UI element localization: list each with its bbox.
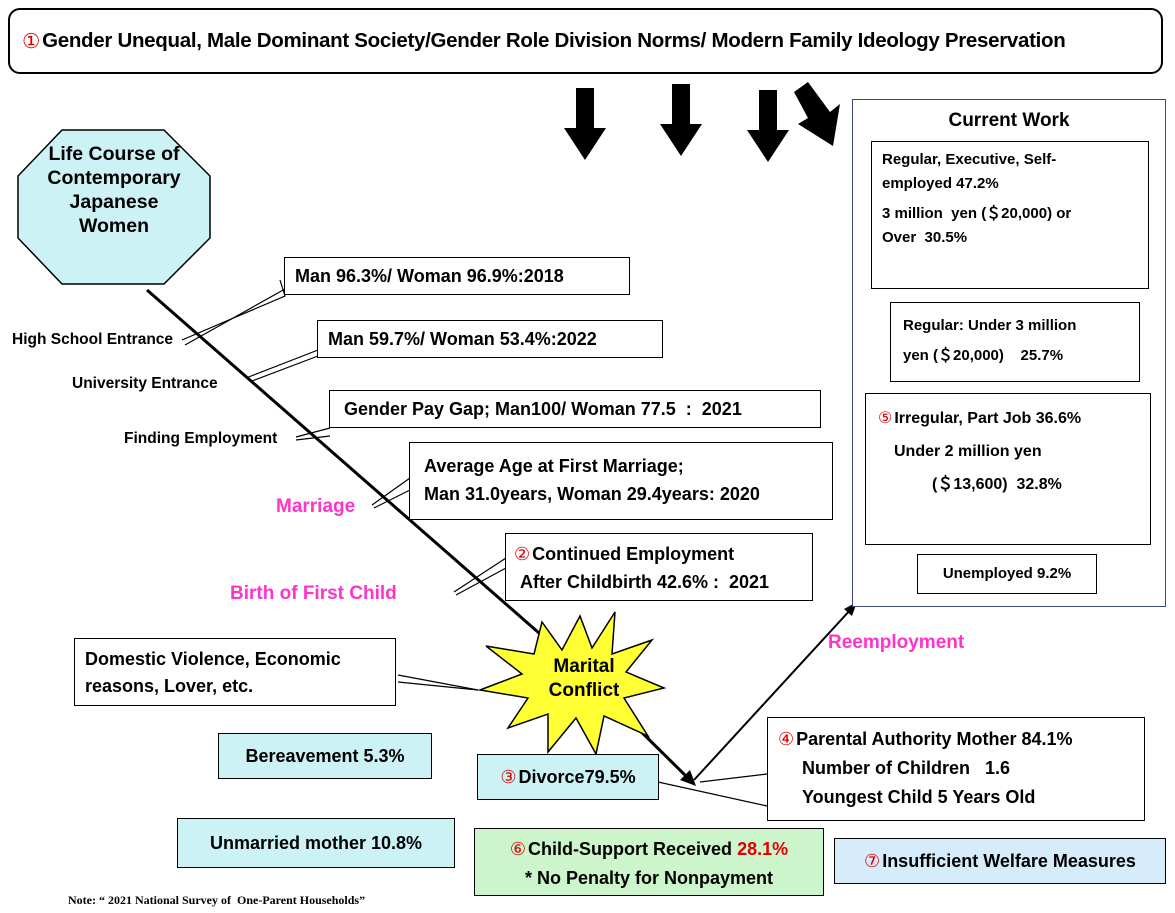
marital-conflict-star xyxy=(477,611,667,757)
stage-university: University Entrance xyxy=(72,375,218,392)
regular-under-box: Regular: Under 3 million yen (＄20,000) 2… xyxy=(890,302,1140,382)
conflict-reasons-box: Domestic Violence, Economic reasons, Lov… xyxy=(74,638,396,706)
university-rate: Man 59.7%/ Woman 53.4%:2022 xyxy=(328,329,597,349)
octagon-line: Women xyxy=(78,215,150,237)
regular-executive-line: employed 47.2% xyxy=(882,175,999,192)
children-count: Number of Children 1.6 xyxy=(802,758,1011,778)
employment-title: Continued Employment xyxy=(532,544,735,564)
employment-value: After Childbirth 42.6% : 2021 xyxy=(520,572,770,592)
leader-line xyxy=(295,435,331,441)
leader-line xyxy=(245,349,319,379)
welfare-text: Insufficient Welfare Measures xyxy=(882,851,1136,871)
octagon-title: Life Course of Contemporary Japanese Wom… xyxy=(18,142,210,238)
down-arrow-icon xyxy=(660,84,702,156)
irregular-rate: Irregular, Part Job 36.6% xyxy=(894,410,1082,427)
leader-line xyxy=(295,427,331,438)
leader-line xyxy=(397,681,479,691)
source-note: Note: “ 2021 National Survey of One-Pare… xyxy=(68,893,366,907)
circled-number-7: ⑦ xyxy=(864,851,881,871)
circled-number-6: ⑥ xyxy=(509,839,527,859)
income-over-line: 3 million yen (＄20,000) or xyxy=(882,205,1072,222)
leader-line xyxy=(371,477,411,506)
regular-under-line: Regular: Under 3 million xyxy=(903,317,1077,334)
diagonal-arrow-icon xyxy=(794,82,840,146)
leader-line xyxy=(181,279,286,341)
arrowhead-icon xyxy=(680,770,696,786)
octagon-line: Japanese xyxy=(69,191,159,213)
high-school-rate: Man 96.3%/ Woman 96.9%:2018 xyxy=(295,266,564,286)
regular-under-line: yen (＄20,000) 25.7% xyxy=(903,347,1064,364)
octagon-line: Life Course of xyxy=(48,143,180,165)
divorce-rate: Divorce79.5% xyxy=(518,767,636,787)
society-banner: ① Gender Unequal, Male Dominant Society/… xyxy=(8,8,1163,74)
marriage-age-callout: Average Age at First Marriage; Man 31.0y… xyxy=(409,442,833,520)
leader-line xyxy=(455,567,507,596)
circled-number-5: ⑤ xyxy=(878,410,893,427)
stage-reemployment: Reemployment xyxy=(828,632,965,653)
conflict-reasons-line: reasons, Lover, etc. xyxy=(85,676,254,696)
circled-number-3: ③ xyxy=(500,767,517,787)
unmarried-box: Unmarried mother 10.8% xyxy=(177,818,455,868)
conflict-reasons-line: Domestic Violence, Economic xyxy=(85,649,341,669)
no-penalty-note: * No Penalty for Nonpayment xyxy=(524,868,774,888)
life-course-octagon xyxy=(17,129,211,285)
leader-line xyxy=(373,489,411,509)
leader-line xyxy=(453,557,507,593)
leader-line xyxy=(251,355,319,382)
bereavement-box: Bereavement 5.3% xyxy=(218,733,432,779)
bereavement-rate: Bereavement 5.3% xyxy=(245,746,405,766)
university-callout: Man 59.7%/ Woman 53.4%:2022 xyxy=(317,320,663,358)
octagon-line: Contemporary xyxy=(47,167,181,189)
stage-high-school: High School Entrance xyxy=(12,331,174,348)
pay-gap-callout: Gender Pay Gap; Man100/ Woman 77.5 : 202… xyxy=(329,390,821,428)
star-line: Marital xyxy=(553,656,615,677)
youngest-child: Youngest Child 5 Years Old xyxy=(802,787,1036,807)
under-two-million-rate: (＄13,600) 32.8% xyxy=(932,476,1062,493)
leader-line xyxy=(699,773,768,783)
circled-number-1: ① xyxy=(22,29,41,53)
reemployment-line xyxy=(693,607,853,781)
regular-executive-box: Regular, Executive, Self- employed 47.2%… xyxy=(871,141,1149,289)
parental-authority-rate: Parental Authority Mother 84.1% xyxy=(796,729,1073,749)
down-arrow-icon xyxy=(747,90,789,162)
high-school-callout: Man 96.3%/ Woman 96.9%:2018 xyxy=(284,257,630,295)
down-arrow-icon xyxy=(564,88,606,160)
marriage-age-title: Average Age at First Marriage; xyxy=(424,456,684,476)
circled-number-2: ② xyxy=(514,544,531,564)
current-work-title: Current Work xyxy=(948,110,1070,131)
leader-line xyxy=(657,781,768,807)
marital-conflict-label: Marital Conflict xyxy=(536,655,632,703)
unemployed-box: Unemployed 9.2% xyxy=(917,554,1097,594)
income-over-line: Over 30.5% xyxy=(882,229,968,246)
stage-employment: Finding Employment xyxy=(124,430,278,447)
leader-line xyxy=(184,288,286,346)
regular-executive-line: Regular, Executive, Self- xyxy=(882,151,1057,168)
unemployed-rate: Unemployed 9.2% xyxy=(942,565,1072,582)
leader-line xyxy=(397,674,479,691)
banner-text: Gender Unequal, Male Dominant Society/Ge… xyxy=(42,29,1066,52)
stage-first-child: Birth of First Child xyxy=(230,583,397,604)
child-support-label: Child-Support Received xyxy=(528,839,738,859)
current-work-panel: Current Work Regular, Executive, Self- e… xyxy=(852,99,1166,607)
pay-gap-text: Gender Pay Gap; Man100/ Woman 77.5 : 202… xyxy=(344,399,742,419)
under-two-million: Under 2 million yen xyxy=(894,443,1042,460)
marriage-age-values: Man 31.0years, Woman 29.4years: 2020 xyxy=(424,484,760,504)
star-line: Conflict xyxy=(548,680,620,701)
unmarried-rate: Unmarried mother 10.8% xyxy=(209,833,423,853)
circled-number-4: ④ xyxy=(778,729,795,749)
child-support-rate: 28.1% xyxy=(737,839,789,859)
stage-marriage: Marriage xyxy=(276,496,356,517)
